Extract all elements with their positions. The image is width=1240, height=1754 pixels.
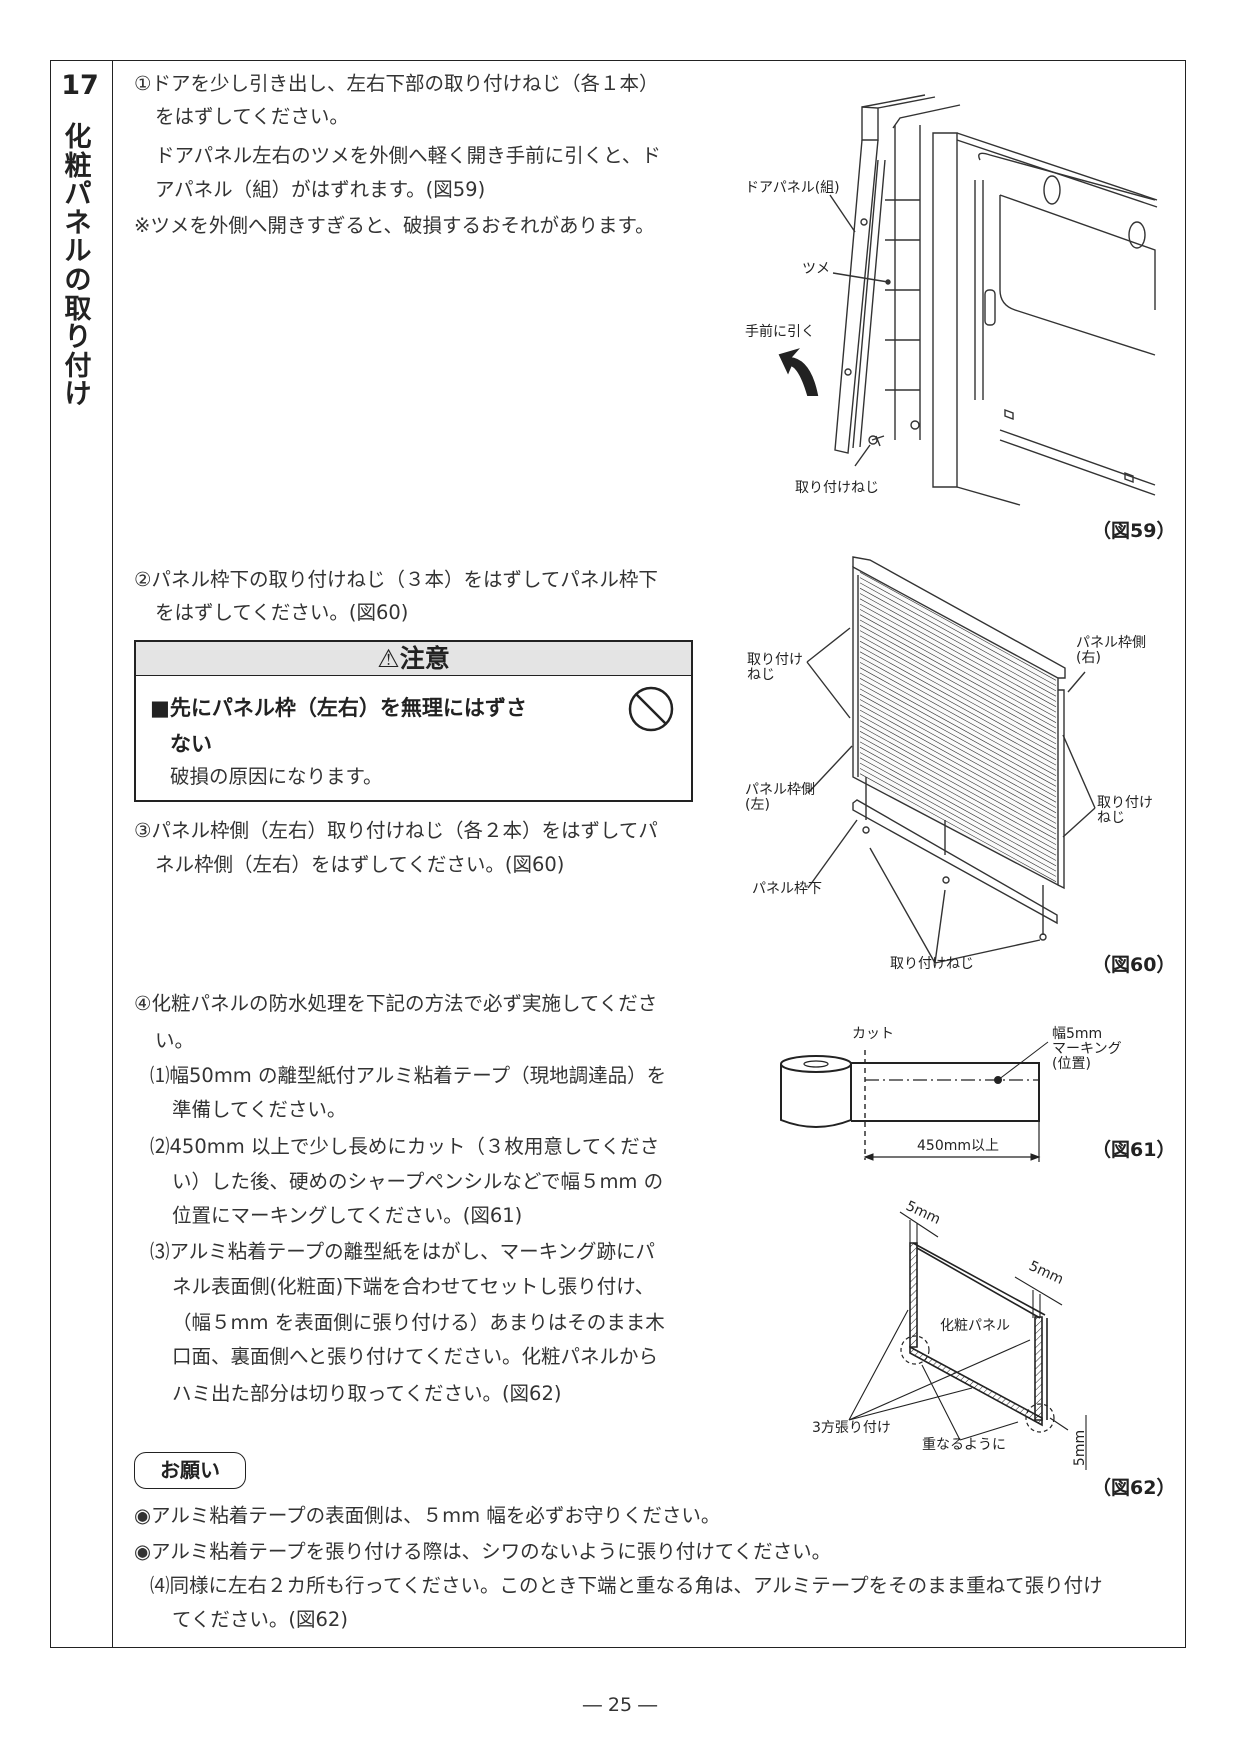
fig59-label-door-panel: ドアパネル(組): [745, 180, 840, 196]
fig60-label-screw-right: 取り付け: [1097, 795, 1153, 811]
step1-line: をはずしてください。: [155, 105, 349, 128]
fig61-caption: （図61）: [1092, 1139, 1176, 1161]
step4-sub3-line: （幅５mm を表面側に張り付ける）あまりはそのまま木: [172, 1311, 665, 1334]
fig60-label-frame-bottom: パネル枠下: [752, 881, 822, 897]
step4-sub4-line: てください。(図62): [172, 1608, 348, 1631]
request-label: お願い: [134, 1452, 246, 1489]
fig61-label-marking: マーキング: [1052, 1041, 1122, 1057]
fig62-label-three-sides: 3方張り付け: [812, 1420, 891, 1436]
fig60-label-screw-right: ねじ: [1097, 810, 1125, 826]
request-bullet: ◉アルミ粘着テープを張り付ける際は、シワのないように張り付けてください。: [134, 1540, 832, 1563]
fig62-label-overlap: 重なるように: [922, 1437, 1006, 1453]
section-title: 化粧パネルの取り付け: [64, 122, 92, 411]
fig62-label-panel: 化粧パネル: [940, 1318, 1010, 1334]
step4-sub2-line: ⑵450mm 以上で少し長めにカット（３枚用意してくださ: [150, 1135, 660, 1158]
caution-heading-cont: ない: [170, 732, 212, 756]
step4-line: い。: [155, 1029, 195, 1052]
fig61-label-length: 450mm以上: [917, 1138, 999, 1154]
step4-sub2-line: い）した後、硬めのシャープペンシルなどで幅５mm の: [172, 1170, 664, 1193]
fig62-label-width-bottom: 5mm: [1072, 1429, 1089, 1467]
fig60-label-screw-left: 取り付け: [747, 652, 803, 668]
section-number: 17: [61, 70, 99, 101]
step4-sub2-line: 位置にマーキングしてください。(図61): [172, 1204, 523, 1227]
fig60-label-screw-left: ねじ: [747, 667, 775, 683]
caution-box: ⚠注意 ■先にパネル枠（左右）を無理にはずさ ない 破損の原因になります。: [134, 640, 693, 802]
step1-note: ※ツメを外側へ開きすぎると、破損するおそれがあります。: [134, 214, 655, 237]
prohibited-icon: [628, 686, 674, 732]
step2-line: をはずしてください。(図60): [155, 601, 409, 624]
step4-sub1-line: 準備してください。: [172, 1098, 347, 1121]
step4-sub3-line: ネル表面側(化粧面)下端を合わせてセットし張り付け、: [172, 1275, 655, 1298]
step4-sub4-line: ⑷同様に左右２カ所も行ってください。このとき下端と重なる角は、アルミテープをその…: [150, 1574, 1103, 1597]
fig61-label-cut: カット: [852, 1026, 894, 1042]
fig60-label-screw-bottom: 取り付けねじ: [890, 956, 974, 972]
step1-line: アパネル（組）がはずれます。(図59): [155, 178, 486, 201]
fig60-label-frame-left: (左): [745, 797, 770, 813]
step1-line: ①ドアを少し引き出し、左右下部の取り付けねじ（各１本）: [134, 72, 659, 95]
fig62-caption: （図62）: [1092, 1477, 1176, 1499]
page-number: ― 25 ―: [582, 1694, 658, 1716]
caution-heading: ■先にパネル枠（左右）を無理にはずさ: [150, 696, 527, 720]
section-frame: [50, 60, 1186, 1648]
fig61-label-marking: 幅5mm: [1052, 1026, 1103, 1042]
step1-line: ドアパネル左右のツメを外側へ軽く開き手前に引くと、ド: [155, 144, 661, 167]
step2-line: ②パネル枠下の取り付けねじ（３本）をはずしてパネル枠下: [134, 568, 658, 591]
step4-line: ④化粧パネルの防水処理を下記の方法で必ず実施してくださ: [134, 992, 658, 1015]
fig59-label-claw: ツメ: [802, 261, 830, 277]
fig60-label-frame-right: (右): [1076, 650, 1101, 666]
step4-sub3-line: ハミ出た部分は切り取ってください。(図62): [172, 1382, 562, 1405]
caution-text: 破損の原因になります。: [170, 765, 383, 788]
fig60-caption: （図60）: [1092, 954, 1176, 976]
caution-title: ⚠注意: [136, 642, 691, 676]
fig60-label-frame-left: パネル枠側: [745, 782, 815, 798]
column-divider: [112, 60, 113, 1648]
fig61-label-marking: (位置): [1052, 1056, 1091, 1072]
step3-line: ③パネル枠側（左右）取り付けねじ（各２本）をはずしてパ: [134, 819, 658, 842]
fig59-caption: （図59）: [1092, 520, 1176, 542]
step4-sub3-line: 口面、裏面側へと張り付けてください。化粧パネルから: [172, 1345, 658, 1368]
fig59-label-pull: 手前に引く: [745, 324, 815, 340]
fig59-label-screw: 取り付けねじ: [795, 480, 879, 496]
step4-sub1-line: ⑴幅50mm の離型紙付アルミ粘着テープ（現地調達品）を: [150, 1064, 667, 1087]
fig60-label-frame-right: パネル枠側: [1076, 635, 1146, 651]
request-bullet: ◉アルミ粘着テープの表面側は、５mm 幅を必ずお守りください。: [134, 1504, 721, 1527]
step3-line: ネル枠側（左右）をはずしてください。(図60): [155, 853, 565, 876]
step4-sub3-line: ⑶アルミ粘着テープの離型紙をはがし、マーキング跡にパ: [150, 1240, 656, 1263]
